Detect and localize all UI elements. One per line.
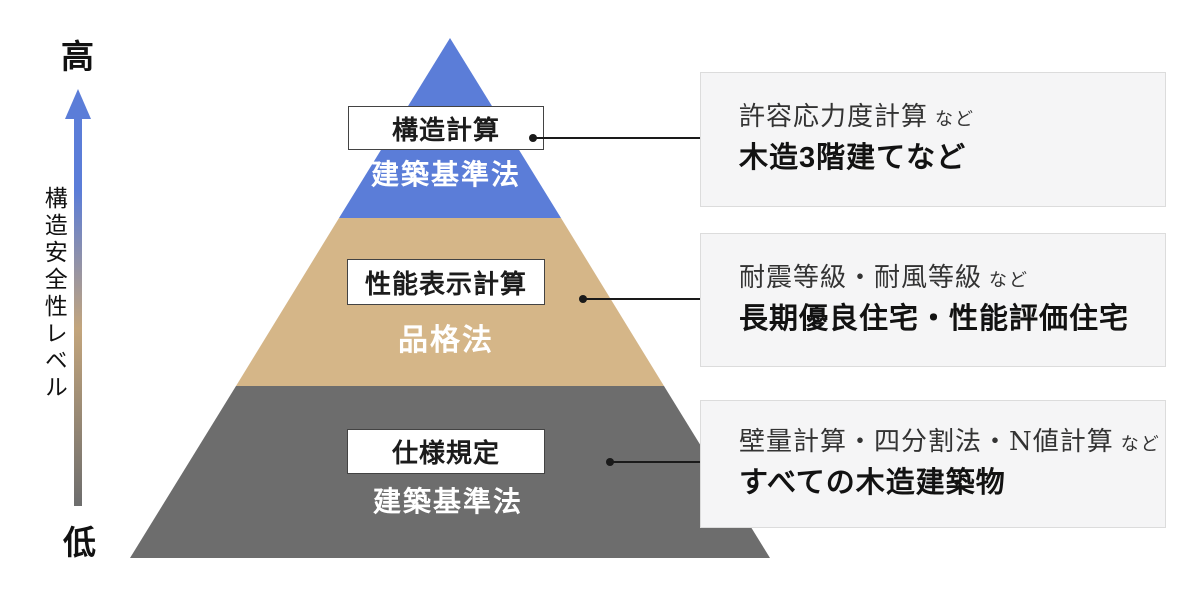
connector-line-middle: [579, 295, 703, 303]
axis-title: 構造安全性レベル: [40, 186, 67, 402]
connector-line-top: [529, 134, 700, 142]
tier-box-structural-calculation: 構造計算: [348, 106, 544, 150]
tier-box-performance-display-calculation: 性能表示計算: [347, 259, 545, 305]
tier-box-specification-provisions: 仕様規定: [347, 429, 545, 474]
info-methods-text: 壁量計算・四分割法・N値計算: [739, 426, 1114, 457]
arrow-head: [65, 89, 91, 119]
connector-dot-middle: [579, 295, 587, 303]
tier-law-top: 建築基準法: [370, 159, 521, 190]
info-methods: 許容応力度計算など: [739, 102, 1165, 133]
arrow-shaft: [74, 112, 82, 506]
tier-law-bottom: 建築基準法: [372, 486, 523, 517]
info-methods-text: 許容応力度計算: [739, 102, 929, 133]
info-methods-suffix: など: [989, 269, 1030, 291]
info-methods: 壁量計算・四分割法・N値計算など: [739, 426, 1165, 458]
axis-low-label: 低: [63, 523, 96, 562]
info-applies-to: すべての木造建築物: [739, 466, 1006, 499]
safety-level-arrow-icon: [65, 89, 91, 506]
info-methods-suffix: など: [1120, 433, 1161, 455]
info-methods-suffix: など: [935, 109, 976, 131]
connector-dot-top: [529, 134, 537, 142]
tier-law-middle: 品格法: [398, 324, 494, 357]
connector-line-bottom: [606, 458, 703, 466]
info-methods-text: 耐震等級・耐風等級: [739, 262, 983, 293]
axis-high-label: 高: [61, 37, 94, 76]
info-box-structural-calculation: 許容応力度計算など 木造3階建てなど: [700, 72, 1166, 207]
info-methods: 耐震等級・耐風等級など: [739, 262, 1165, 294]
info-applies-to: 木造3階建てなど: [739, 142, 967, 175]
info-applies-to: 長期優良住宅・性能評価住宅: [739, 302, 1130, 335]
info-box-performance-display-calculation: 耐震等級・耐風等級など 長期優良住宅・性能評価住宅: [700, 233, 1166, 367]
connector-dot-bottom: [606, 458, 614, 466]
info-box-specification-provisions: 壁量計算・四分割法・N値計算など すべての木造建築物: [700, 400, 1166, 528]
